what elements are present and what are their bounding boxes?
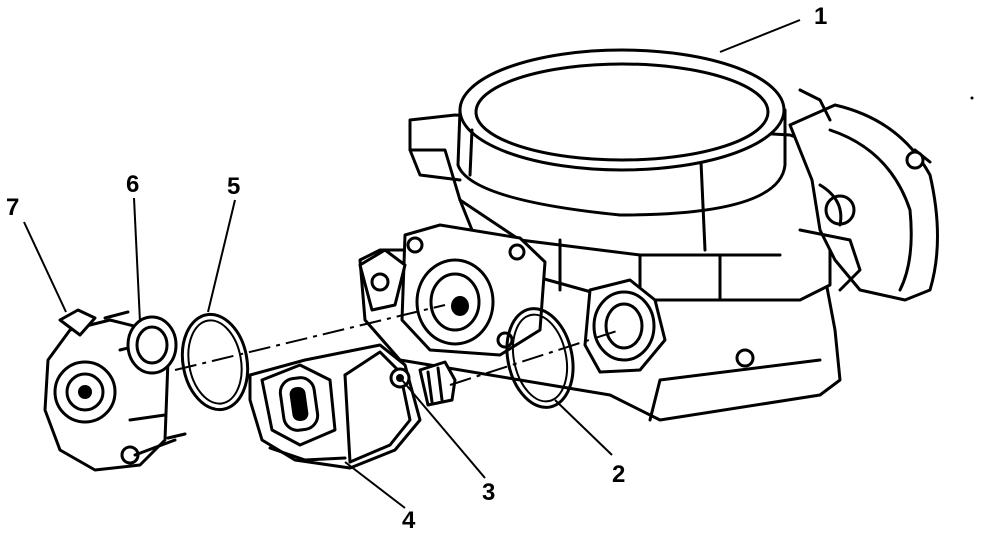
leader-3 <box>401 379 486 479</box>
callout-7: 7 <box>6 194 19 221</box>
callout-5: 5 <box>227 173 240 200</box>
leader-6 <box>133 197 141 323</box>
o-ring-left <box>180 312 250 412</box>
o-ring-right <box>505 307 575 409</box>
callout-1: 1 <box>814 3 827 30</box>
leader-1 <box>719 19 801 53</box>
callout-6: 6 <box>126 171 139 198</box>
leader-4 <box>344 461 406 509</box>
leader-5 <box>207 199 236 313</box>
throttle-body <box>358 48 939 422</box>
leader-7 <box>23 221 67 313</box>
adapter-cover <box>43 308 187 472</box>
callout-2: 2 <box>612 461 625 488</box>
assembly-axis-upper <box>174 304 446 371</box>
actuator-housing <box>248 343 422 470</box>
assembly-axis-lower <box>449 329 621 386</box>
sensor-fitting <box>418 360 457 407</box>
callout-3: 3 <box>482 479 495 506</box>
leader-2 <box>554 399 613 456</box>
callout-4: 4 <box>402 507 416 534</box>
